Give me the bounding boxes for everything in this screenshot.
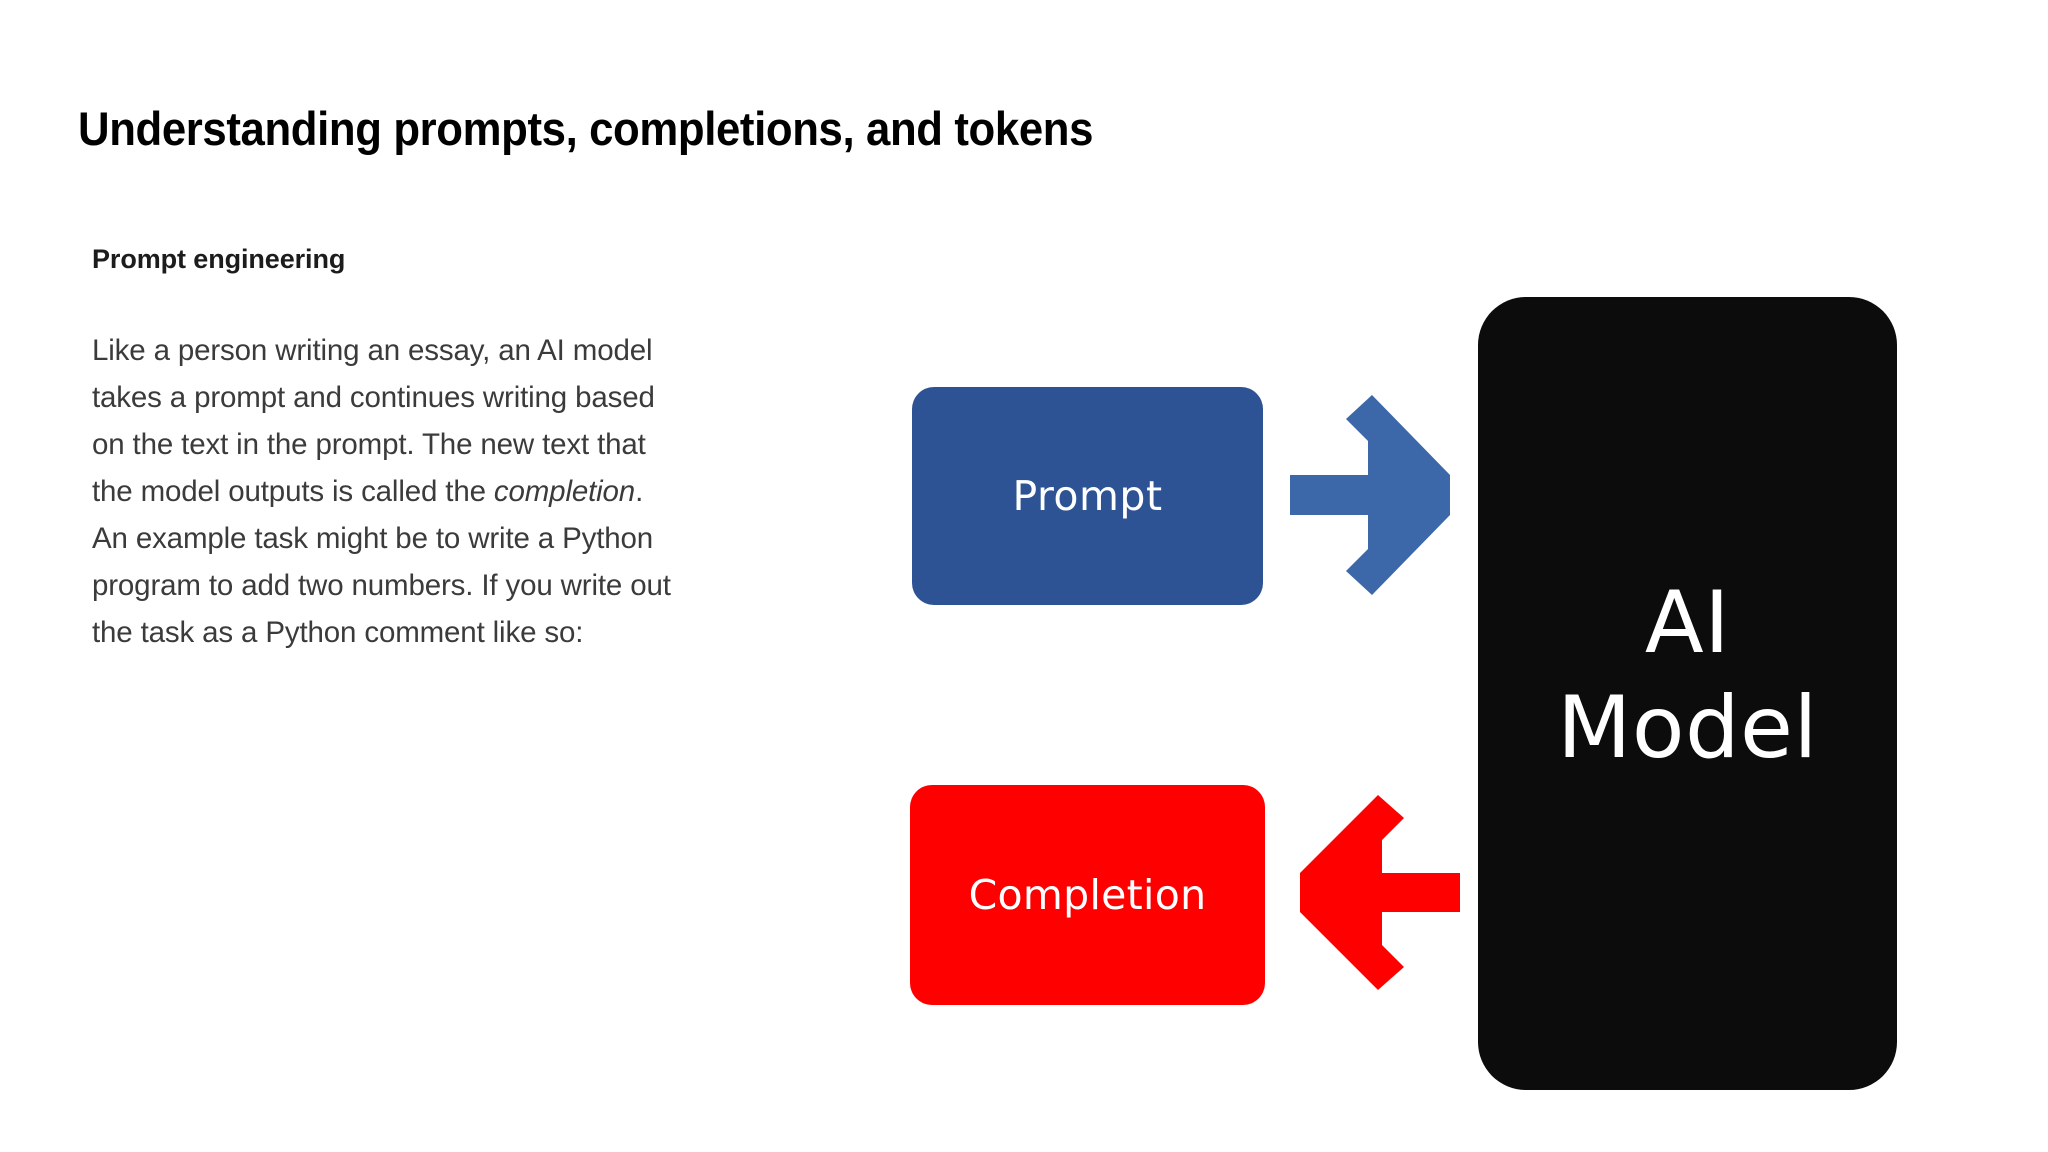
flow-diagram: Prompt Completion AI Model [690,210,1980,1130]
body-paragraph-part-2: . An example task might be to write a Py… [92,475,671,650]
arrow-right-icon [1290,395,1450,595]
ai-model-label-line-1: AI [1644,572,1731,673]
body-paragraph-part-1: Like a person writing an essay, an AI mo… [92,334,655,509]
diagram-node-completion[interactable]: Completion [910,785,1265,1005]
diagram-node-ai-model[interactable]: AI Model [1478,297,1897,1090]
diagram-node-completion-label: Completion [968,870,1207,919]
page-title: Understanding prompts, completions, and … [78,102,1094,156]
arrow-left-icon [1300,795,1460,990]
section-heading: Prompt engineering [92,244,346,274]
text-column: Prompt engineering Like a person writing… [88,243,828,656]
ai-model-label-line-2: Model [1557,677,1818,778]
diagram-node-prompt[interactable]: Prompt [912,387,1263,605]
ai-model-label-stack: AI Model [1557,571,1818,781]
diagram-node-prompt-label: Prompt [1012,471,1163,520]
body-paragraph-emphasis: completion [493,475,636,509]
body-paragraph: Like a person writing an essay, an AI mo… [92,327,682,656]
